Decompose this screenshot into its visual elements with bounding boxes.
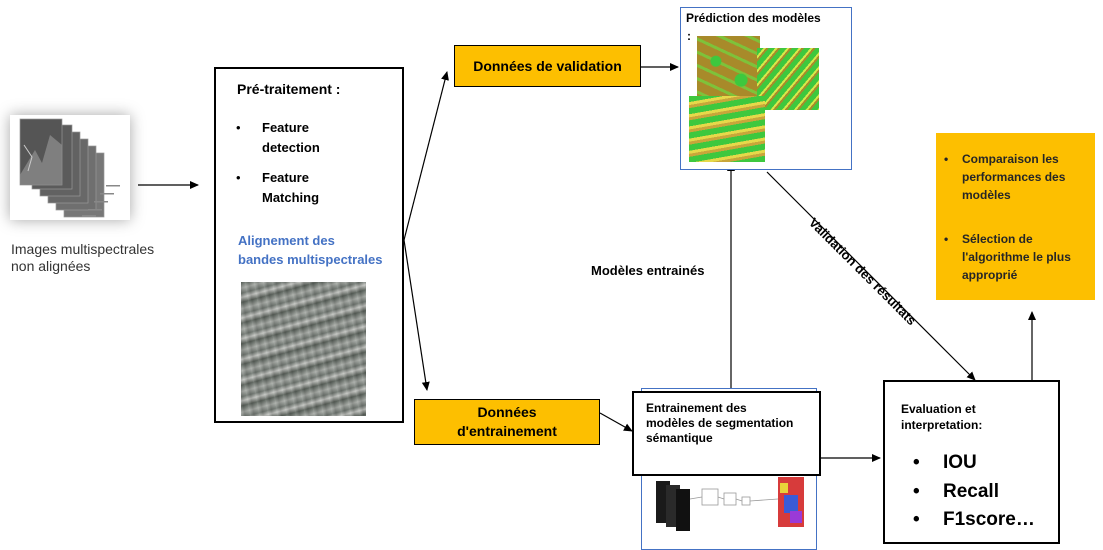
metric-iou: • IOU: [913, 452, 977, 474]
preprocessing-item-feature-detection: • Feature detection: [236, 118, 320, 158]
alignment-line-1: Alignement des: [238, 233, 335, 248]
arrow-preprocessing-to-training: [403, 239, 430, 391]
metric-label: IOU: [943, 452, 977, 473]
aligned-band-image: [241, 282, 366, 416]
item-line-2: Matching: [262, 190, 320, 205]
preprocessing-title: Pré-traitement :: [237, 81, 341, 97]
trained-models-label: Modèles entrainés: [591, 263, 705, 278]
training-data-line-2: d'entrainement: [457, 423, 557, 439]
metric-f1score: • F1score…: [913, 509, 1035, 531]
conclusion-box: • Comparaison les performances des modèl…: [936, 133, 1095, 300]
training-data-line-1: Données: [477, 404, 537, 420]
prediction-map-1: [697, 36, 760, 99]
line-2: performances des: [962, 170, 1066, 184]
bullet: •: [913, 452, 920, 473]
preprocessing-item-feature-matching: • Feature Matching: [236, 168, 319, 208]
input-caption-line-2: non alignées: [11, 258, 91, 274]
line-1: Sélection de: [962, 232, 1033, 246]
line-1: Comparaison les: [962, 152, 1059, 166]
prediction-box: Prédiction des modèles :: [680, 7, 852, 170]
prediction-title-colon: :: [687, 29, 691, 43]
bullet: •: [236, 120, 241, 135]
multispectral-stack-image: [10, 115, 130, 220]
arrow-trainingdata-to-training: [599, 412, 633, 432]
input-caption-line-1: Images multispectrales: [11, 241, 155, 257]
training-data-box: Données d'entrainement: [414, 399, 600, 445]
evaluation-box: Evaluation et interpretation: • IOU • Reca…: [883, 380, 1060, 544]
bullet: •: [944, 152, 949, 166]
validation-data-box: Données de validation: [454, 45, 641, 87]
evaluation-title-line-2: interpretation:: [901, 418, 983, 432]
item-line-1: Feature: [262, 120, 309, 135]
preprocessing-box: Pré-traitement : • Feature detection • F…: [214, 67, 404, 423]
arrow-prediction-to-evaluation: [766, 171, 976, 381]
bullet: •: [913, 509, 920, 530]
network-architecture-image: [652, 469, 812, 539]
training-line-2: modèles de segmentation: [646, 416, 794, 430]
line-3: modèles: [962, 188, 1011, 202]
alignment-line-2: bandes multispectrales: [238, 252, 383, 267]
conclusion-item-selection: • Sélection de l'algorithme le plus appr…: [944, 230, 1071, 284]
training-line-1: Entrainement des: [646, 401, 747, 415]
conclusion-item-comparison: • Comparaison les performances des modèl…: [944, 150, 1065, 204]
input-caption: Images multispectrales non alignées: [11, 241, 154, 275]
evaluation-title-line-1: Evaluation et: [901, 402, 976, 416]
metric-label: Recall: [943, 481, 999, 502]
training-text: Entrainement des modèles de segmentation…: [646, 401, 813, 446]
metric-label: F1score…: [943, 509, 1035, 530]
prediction-map-2: [757, 48, 819, 110]
prediction-title: Prédiction des modèles: [686, 11, 821, 25]
item-line-2: detection: [262, 140, 320, 155]
item-line-1: Feature: [262, 170, 309, 185]
bullet: •: [944, 232, 949, 246]
prediction-map-3: [689, 96, 765, 162]
evaluation-title: Evaluation et interpretation:: [901, 401, 982, 433]
line-3: approprié: [962, 268, 1018, 282]
bullet: •: [913, 481, 920, 502]
line-2: l'algorithme le plus: [962, 250, 1071, 264]
arrow-preprocessing-to-validation: [403, 71, 449, 241]
training-line-3: sémantique: [646, 431, 713, 445]
training-box: Entrainement des modèles de segmentation…: [632, 391, 821, 476]
alignment-label: Alignement des bandes multispectrales: [238, 231, 383, 269]
metric-recall: • Recall: [913, 481, 999, 503]
validation-data-label: Données de validation: [473, 58, 622, 74]
bullet: •: [236, 170, 241, 185]
